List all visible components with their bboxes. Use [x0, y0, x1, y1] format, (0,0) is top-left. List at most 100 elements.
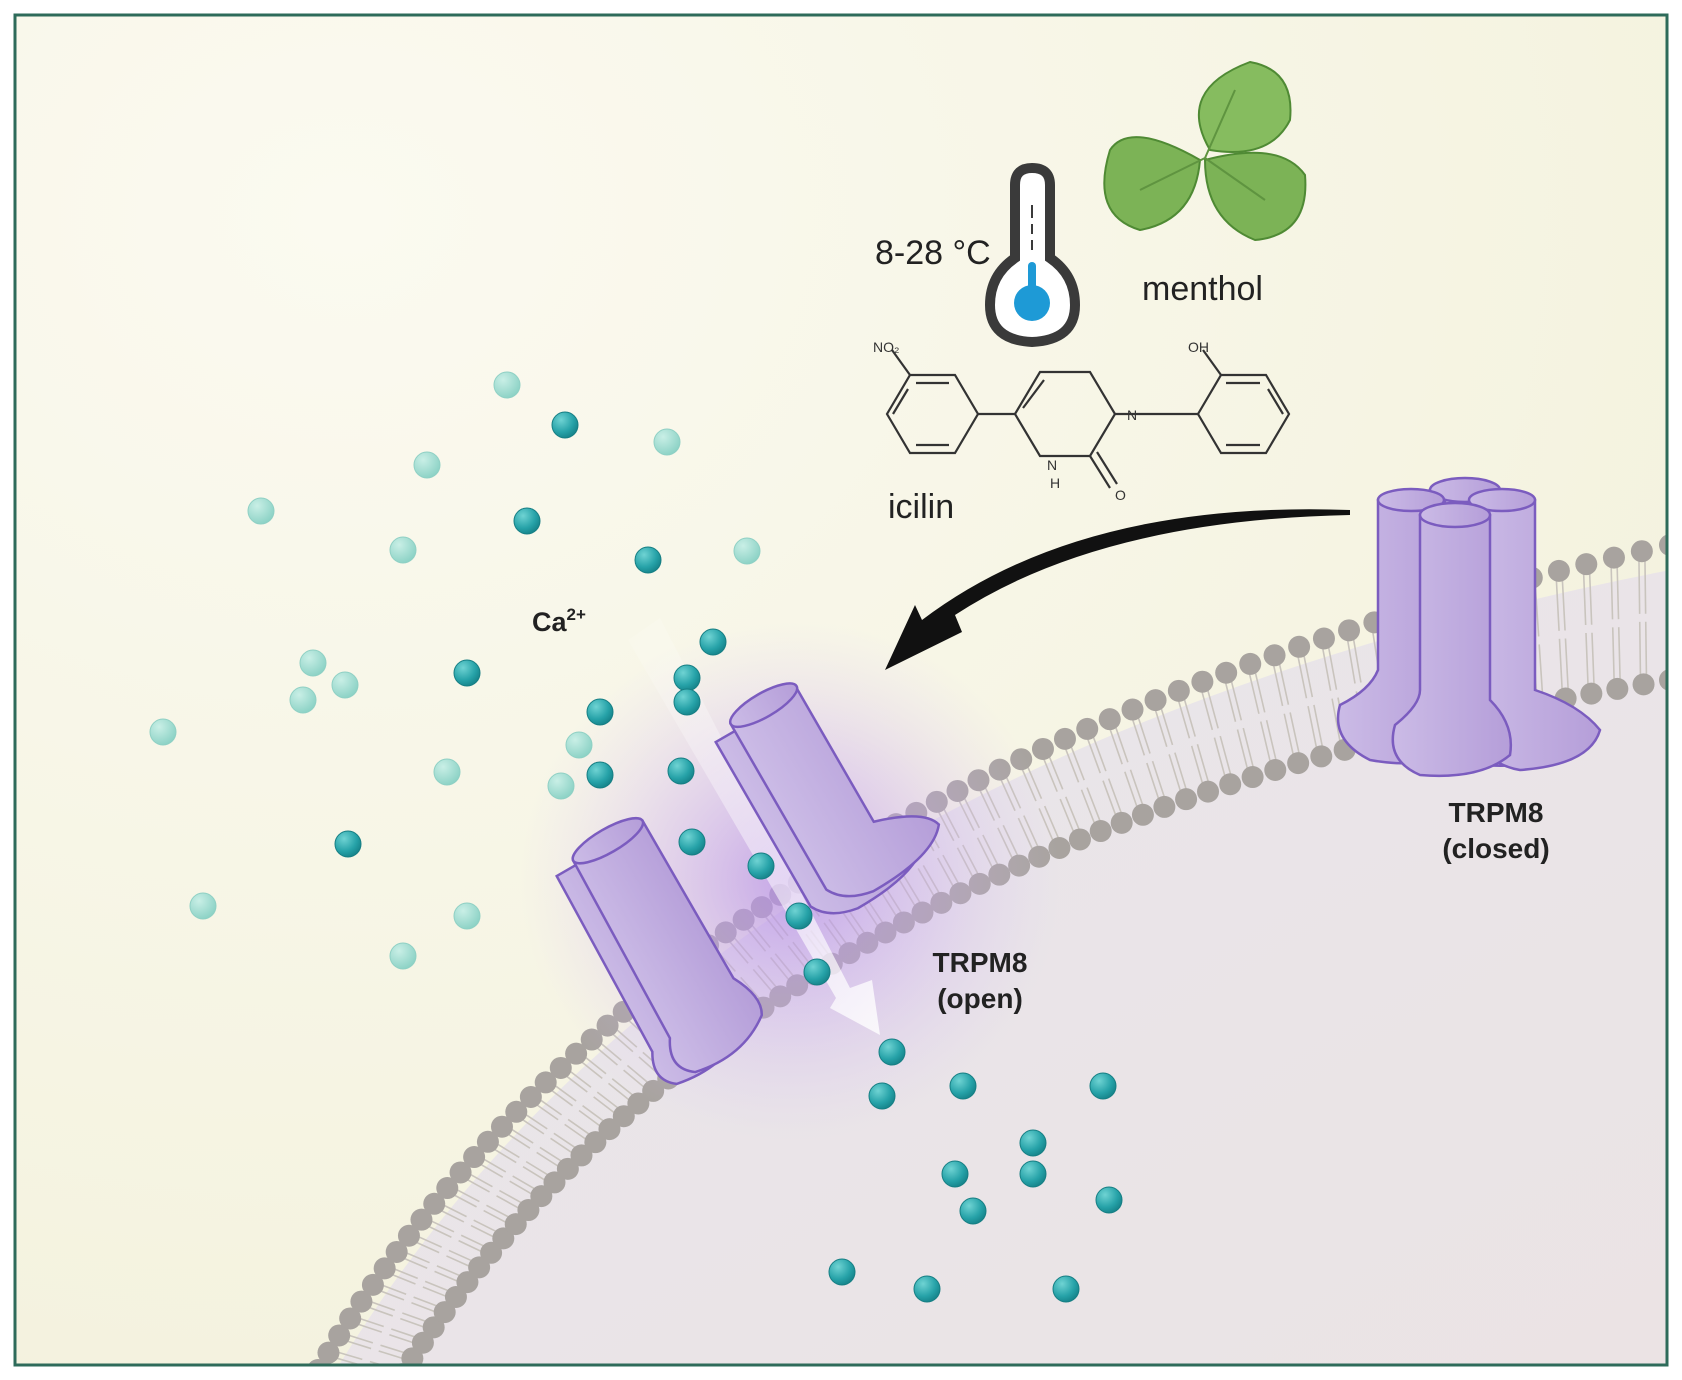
- calcium-ion: [699, 628, 727, 656]
- lipid-tail: [415, 1241, 440, 1254]
- calcium-ion-faded: [389, 942, 417, 970]
- lipid-tail: [1259, 721, 1272, 763]
- lipid-tail: [440, 1209, 465, 1223]
- lipid-tail: [436, 1265, 461, 1277]
- lipid-head: [556, 1157, 579, 1180]
- calcium-ion: [334, 830, 362, 858]
- lipid-tail: [443, 1204, 467, 1218]
- lipid-tail: [1307, 705, 1318, 749]
- lipid-tail: [1107, 778, 1123, 814]
- lipid-tail: [611, 1078, 634, 1097]
- calcium-ion: [673, 664, 701, 692]
- lipid-tail: [1346, 639, 1356, 684]
- trpm8-open-channel: [555, 682, 941, 1086]
- lipid-tail: [1042, 758, 1058, 792]
- lipid-tail: [1591, 632, 1595, 685]
- lipid-tail: [539, 1099, 563, 1116]
- lipid-tail: [1644, 560, 1647, 614]
- temperature-label: 8-28 °C: [875, 234, 991, 272]
- lipid-head: [543, 1171, 566, 1194]
- lipid-tail: [1265, 719, 1277, 761]
- lipid-tail: [1588, 572, 1593, 625]
- lipid-tail: [524, 1113, 548, 1130]
- lipid-tail: [418, 1235, 442, 1248]
- calcium-ion-faded: [547, 772, 575, 800]
- lipid-tail: [496, 1143, 520, 1159]
- lipid-head: [534, 1071, 557, 1094]
- lipid-tail: [1086, 787, 1101, 822]
- lipid-tail: [1283, 713, 1295, 756]
- lipid-head: [1659, 534, 1667, 556]
- lipid-tail: [448, 1249, 473, 1262]
- lipid-tail: [1616, 566, 1620, 620]
- atom-oh: OH: [1188, 339, 1209, 355]
- lipid-head: [1131, 803, 1154, 826]
- lipid-tail: [1124, 771, 1138, 808]
- lipid-head: [350, 1290, 373, 1313]
- lipid-tail: [1080, 789, 1096, 825]
- lipid-tail: [434, 1270, 459, 1283]
- atom-n: N: [1127, 407, 1137, 423]
- calcium-ion: [785, 902, 813, 930]
- lipid-tail: [473, 1219, 497, 1233]
- atom-no2: NO₂: [873, 339, 899, 355]
- calcium-ion: [667, 757, 695, 785]
- lipid-head: [1632, 673, 1655, 696]
- calcium-ion-faded: [493, 371, 521, 399]
- lipid-tail: [1206, 689, 1219, 729]
- lipid-tail: [1102, 780, 1117, 816]
- lipid-tail: [1219, 735, 1232, 775]
- lipid-tail: [405, 1251, 430, 1264]
- lipid-head: [549, 1056, 572, 1079]
- lipid-tail: [393, 1268, 419, 1280]
- lipid-tail: [536, 1151, 560, 1168]
- lipid-tail: [554, 1084, 577, 1102]
- lipid-tail: [379, 1290, 405, 1301]
- lipid-head: [565, 1042, 588, 1065]
- lipid-head: [1167, 679, 1190, 702]
- lipid-tail: [453, 1194, 477, 1208]
- lipid-tail: [430, 1220, 455, 1233]
- lipid-head: [397, 1224, 420, 1247]
- lipid-tail: [1644, 621, 1648, 676]
- lipid-head: [476, 1130, 499, 1153]
- lipid-tail: [1582, 573, 1587, 626]
- lipid-tail: [593, 1096, 616, 1114]
- lipid-head: [530, 1185, 553, 1208]
- calcium-ion: [803, 958, 831, 986]
- lipid-tail: [1242, 727, 1255, 768]
- lipid-head: [1239, 652, 1262, 675]
- lipid-head: [1580, 682, 1603, 705]
- calcium-ion: [828, 1258, 856, 1286]
- lipid-tail: [1321, 647, 1332, 691]
- trpm8-closed-channel: [1336, 476, 1602, 778]
- lipid-head: [570, 1144, 593, 1167]
- lipid-tail: [1151, 760, 1166, 798]
- lipid-tail: [521, 1118, 545, 1135]
- lipid-head: [1031, 737, 1054, 760]
- lipid-head: [373, 1257, 396, 1280]
- lipid-tail: [348, 1334, 374, 1344]
- atom-nh-n: N: [1047, 457, 1057, 473]
- lipid-head: [422, 1316, 445, 1339]
- lipid-tail: [370, 1301, 396, 1312]
- calcium-ion: [453, 659, 481, 687]
- calcium-ion: [949, 1072, 977, 1100]
- lipid-head: [463, 1146, 486, 1169]
- closed-channel-state: (closed): [1442, 833, 1549, 864]
- lipid-tail: [1131, 718, 1146, 756]
- lipid-head: [1575, 553, 1598, 576]
- lipid-head: [1263, 644, 1286, 667]
- lipid-tail: [1092, 736, 1107, 772]
- calcium-ion: [678, 828, 706, 856]
- lipid-tail: [1638, 621, 1642, 676]
- lipid-head: [1068, 828, 1091, 851]
- lipid-tail: [1065, 796, 1081, 831]
- lipid-tail: [550, 1089, 574, 1107]
- open-channel-state: (open): [937, 983, 1023, 1014]
- lipid-head: [339, 1307, 362, 1330]
- lipid-head: [433, 1301, 456, 1324]
- ion-flow-arrow: [628, 618, 880, 1035]
- lipid-tail: [584, 1056, 607, 1075]
